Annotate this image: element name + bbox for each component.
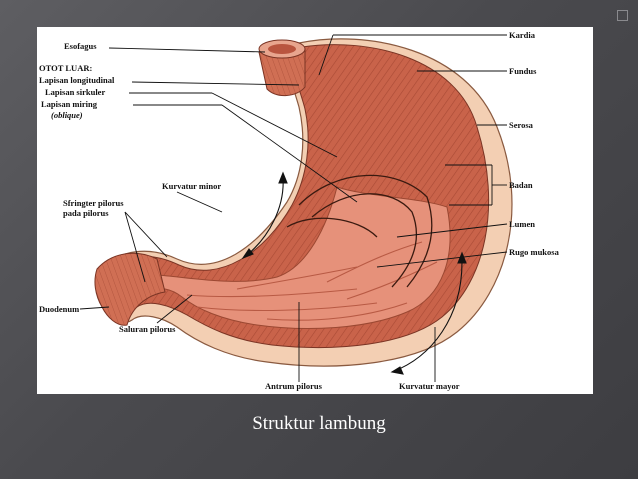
slide-corner-icon (617, 10, 628, 21)
leader-lines (79, 34, 508, 382)
label-pada-pilorus: pada pilorus (63, 208, 109, 218)
duodenum (94, 252, 166, 326)
label-esofagus: Esofagus (64, 41, 97, 51)
label-oblique: (oblique) (51, 110, 83, 120)
layer-cuts (286, 174, 433, 288)
label-rugo-mukosa: Rugo mukosa (509, 247, 560, 257)
lumen-cavity (144, 186, 451, 330)
label-sfringter-pilorus: Sfringter pilorus (63, 198, 124, 208)
diagram-panel: Esofagus OTOT LUAR: Lapisan longitudinal… (37, 27, 593, 394)
rugae-folds (186, 241, 438, 321)
label-lapisan-miring: Lapisan miring (41, 99, 98, 109)
label-lapisan-sirkuler: Lapisan sirkuler (45, 87, 105, 97)
label-antrum-pilorus: Antrum pilorus (265, 381, 323, 391)
label-otot-luar: OTOT LUAR: (39, 63, 92, 73)
label-lumen: Lumen (509, 219, 535, 229)
label-kurvatur-mayor: Kurvatur mayor (399, 381, 460, 391)
stomach-diagram: Esofagus OTOT LUAR: Lapisan longitudinal… (39, 30, 560, 391)
label-badan: Badan (509, 180, 533, 190)
label-serosa: Serosa (509, 120, 534, 130)
slide-caption: Struktur lambung (252, 413, 386, 434)
label-kardia: Kardia (509, 30, 536, 40)
label-kurvatur-minor: Kurvatur minor (162, 181, 221, 191)
label-duodenum: Duodenum (39, 304, 79, 314)
label-fundus: Fundus (509, 66, 537, 76)
label-lapisan-longitudinal: Lapisan longitudinal (39, 75, 115, 85)
label-saluran-pilorus: Saluran pilorus (119, 324, 176, 334)
curvature-arrows (241, 171, 467, 375)
